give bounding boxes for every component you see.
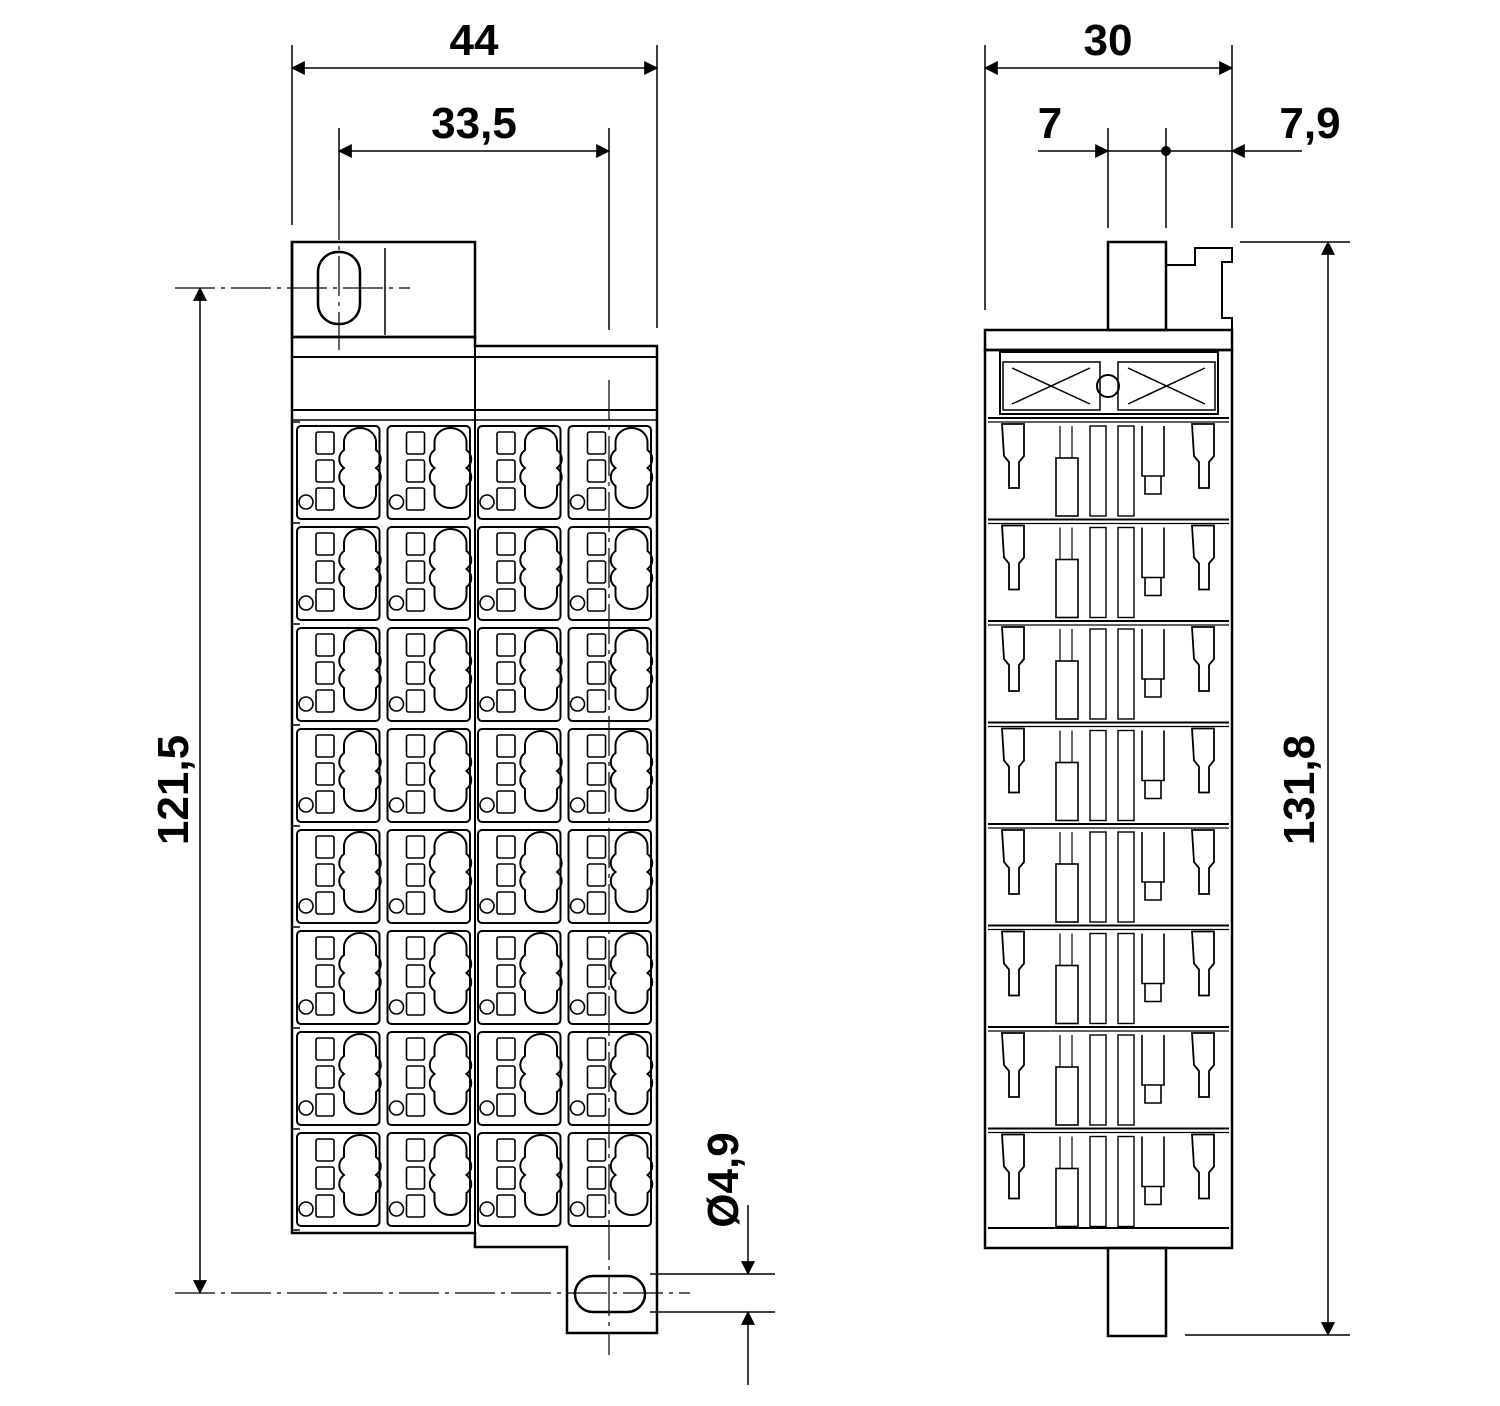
terminal-cell xyxy=(477,728,563,823)
terminal-cell xyxy=(567,627,654,722)
front-view xyxy=(290,240,659,1335)
center-lines xyxy=(175,200,690,1355)
terminal-cell xyxy=(477,526,563,621)
dim-33-5-label: 33,5 xyxy=(431,99,517,148)
terminal-cell xyxy=(567,1132,654,1227)
side-top-frame xyxy=(999,351,1219,415)
terminal-cell xyxy=(567,526,654,621)
dim-30-label: 30 xyxy=(1084,16,1133,65)
side-level xyxy=(988,417,1229,517)
top-rail-foot xyxy=(1106,240,1168,332)
side-level xyxy=(988,1127,1229,1228)
side-level xyxy=(988,721,1229,822)
terminal-grid xyxy=(292,421,654,1231)
side-level xyxy=(988,620,1229,720)
terminal-cell xyxy=(296,627,382,722)
bottom-mount-hole xyxy=(573,1274,647,1314)
terminal-cell xyxy=(386,1132,473,1227)
terminal-cell xyxy=(296,1132,382,1227)
housing-outline xyxy=(290,242,659,1335)
terminal-cell xyxy=(296,829,382,924)
side-view xyxy=(983,240,1234,1338)
dim-121-5-label: 121,5 xyxy=(149,735,198,845)
dim-7-9-label: 7,9 xyxy=(1279,99,1340,148)
terminal-cell xyxy=(477,425,563,520)
dimension-lines xyxy=(193,45,1350,1385)
terminal-cell xyxy=(477,1132,563,1227)
top-mount-tab xyxy=(290,240,477,339)
dim-diameter-label: Ø4,9 xyxy=(699,1132,748,1227)
side-level xyxy=(988,1026,1229,1126)
terminal-cell xyxy=(386,627,473,722)
terminal-cell xyxy=(477,829,563,924)
terminal-cell xyxy=(567,425,654,520)
terminal-cell xyxy=(386,728,473,823)
terminal-cell xyxy=(567,930,654,1025)
dim-44-label: 44 xyxy=(450,16,499,65)
terminal-cell xyxy=(296,526,382,621)
dim-131-8-label: 131,8 xyxy=(1275,735,1324,845)
terminal-cell xyxy=(386,1031,473,1126)
terminal-cell xyxy=(386,526,473,621)
terminal-cell xyxy=(477,1031,563,1126)
terminal-cell xyxy=(296,930,382,1025)
terminal-cell xyxy=(386,930,473,1025)
terminal-cell xyxy=(296,1031,382,1126)
terminal-cell xyxy=(477,930,563,1025)
side-body xyxy=(983,348,1234,1250)
side-level xyxy=(988,518,1229,619)
terminal-cell xyxy=(477,627,563,722)
side-top-cap xyxy=(983,328,1234,352)
side-level xyxy=(988,924,1229,1025)
side-levels xyxy=(988,417,1229,1229)
terminal-cell xyxy=(386,829,473,924)
side-level xyxy=(988,823,1229,923)
terminal-cell xyxy=(296,425,382,520)
terminal-cell xyxy=(567,1031,654,1126)
dim-center-dot xyxy=(1161,146,1171,156)
terminal-cell xyxy=(567,829,654,924)
dim-7-label: 7 xyxy=(1038,99,1062,148)
terminal-cell xyxy=(567,728,654,823)
bottom-rail-foot xyxy=(1106,1246,1168,1338)
terminal-cell xyxy=(296,728,382,823)
terminal-cell xyxy=(386,425,473,520)
